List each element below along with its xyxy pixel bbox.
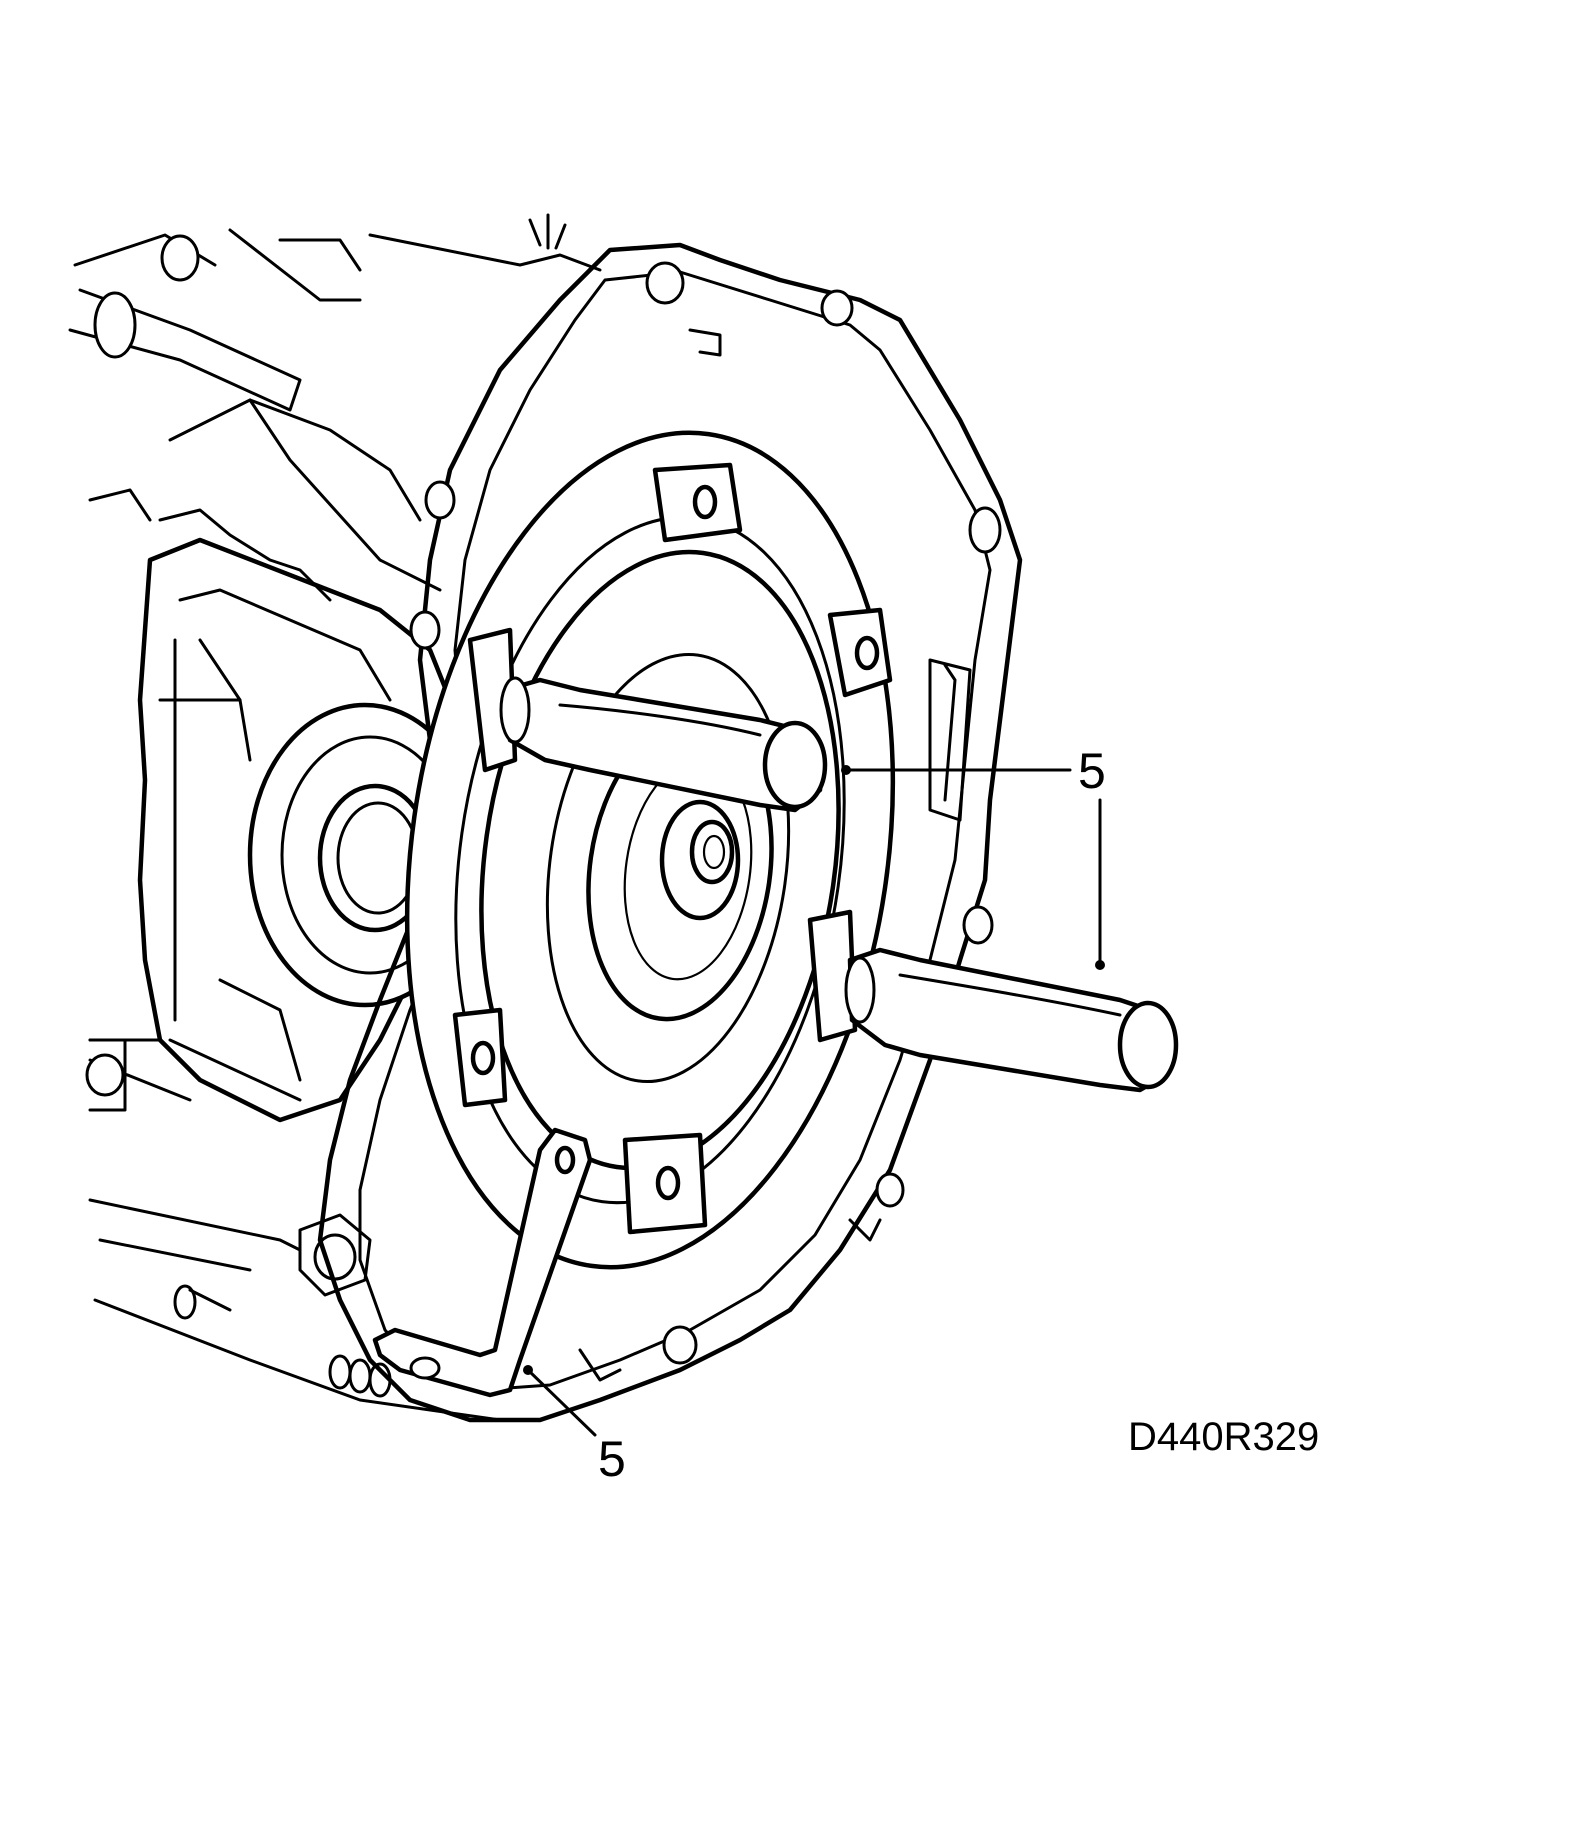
torque-converter — [404, 430, 896, 1270]
converter-lugs — [452, 462, 893, 1235]
lower-tool-handle — [807, 909, 1179, 1093]
callout-leaders — [523, 765, 1105, 1437]
upper-tool-handle — [467, 627, 828, 813]
callout-label-lower: 5 — [598, 1431, 626, 1487]
holding-bracket-tool — [372, 1127, 593, 1398]
figure-reference-code: D440R329 — [1128, 1415, 1319, 1459]
callout-label-upper: 5 — [1078, 743, 1106, 799]
